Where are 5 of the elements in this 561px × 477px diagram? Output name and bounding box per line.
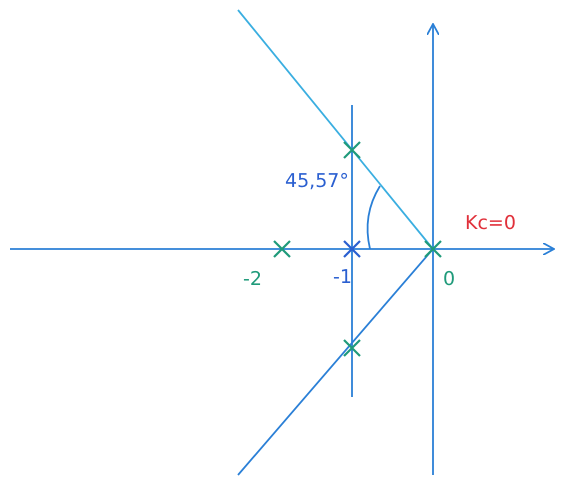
tick-label: -2 bbox=[243, 270, 262, 289]
tick-label: 0 bbox=[443, 270, 456, 289]
gain-label: Kc=0 bbox=[465, 214, 516, 233]
angle-label: 45,57° bbox=[285, 172, 349, 191]
tick-label: -1 bbox=[333, 268, 352, 287]
